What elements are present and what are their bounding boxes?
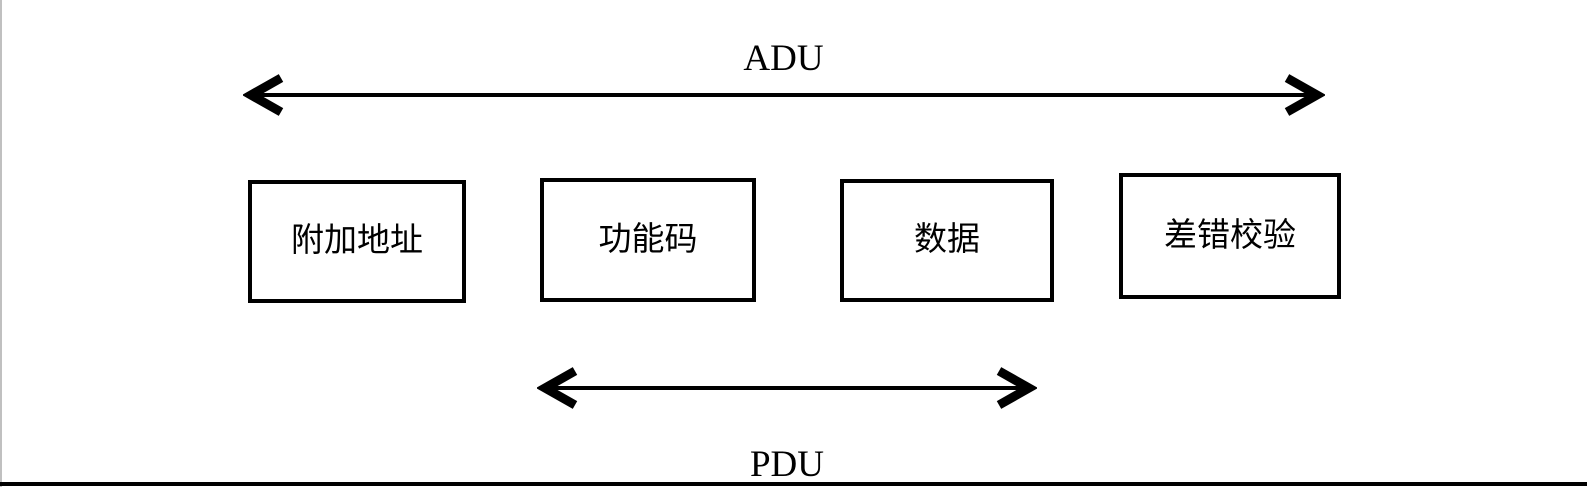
pdu-arrowhead-left-icon [537, 367, 578, 409]
adu-arrowhead-right-icon [1284, 74, 1325, 116]
pdu-label: PDU [749, 444, 825, 485]
frame-box-label: 数据 [914, 222, 980, 258]
frame-box-label: 差错校验 [1164, 217, 1296, 254]
adu-label: ADU [743, 38, 824, 79]
adu-double-arrow [243, 74, 1325, 116]
frame-box-additional-address: 附加地址 [248, 180, 466, 303]
pdu-double-arrow [537, 367, 1037, 409]
frame-box-label: 功能码 [598, 221, 698, 258]
page-left-edge-line [0, 0, 2, 487]
frame-box-label: 附加地址 [291, 223, 423, 259]
frame-box-function-code: 功能码 [540, 178, 756, 302]
bottom-rule-line [0, 482, 1587, 486]
pdu-arrowhead-right-icon [996, 367, 1037, 409]
adu-arrowhead-left-icon [243, 74, 284, 116]
frame-box-data: 数据 [840, 179, 1054, 302]
frame-box-error-check: 差错校验 [1119, 173, 1341, 299]
